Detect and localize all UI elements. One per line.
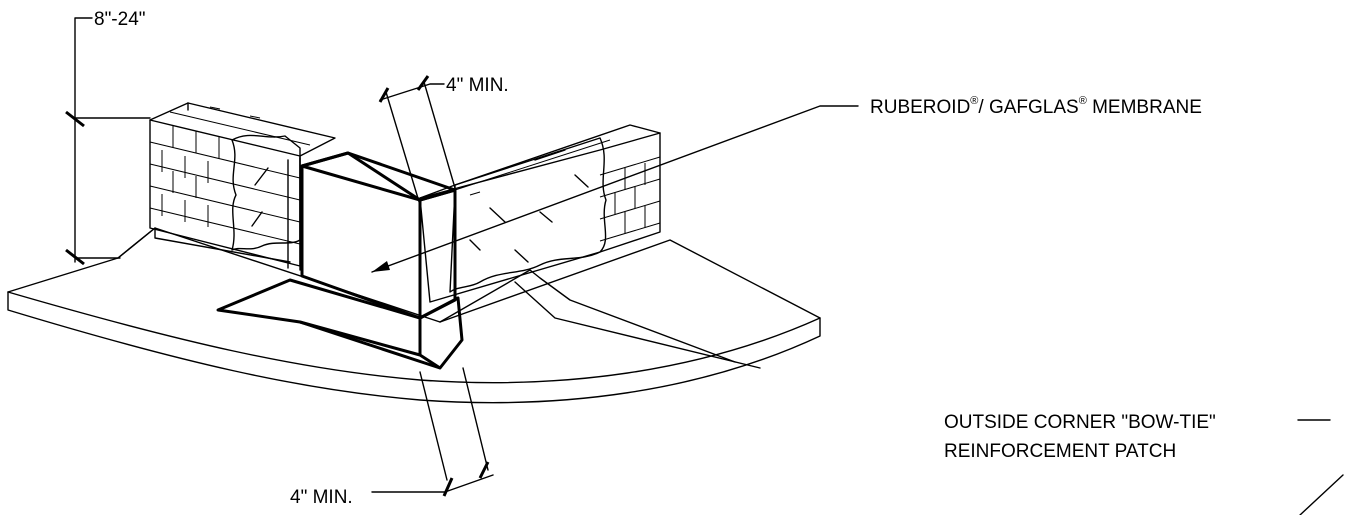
roof-deck-top: [7, 227, 821, 384]
cant-strip-right: [439, 269, 736, 363]
registered-mark-1: ®: [970, 95, 978, 107]
patch-label-line1: OUTSIDE CORNER "BOW-TIE": [944, 412, 1216, 433]
leaders: [371, 105, 1344, 515]
registered-mark-2: ®: [1079, 95, 1087, 107]
membrane-label-part3: MEMBRANE: [1087, 97, 1202, 118]
dimension-bottom-min-label: 4" MIN.: [290, 487, 353, 508]
dimension-parapet-height: [65, 17, 151, 266]
dimension-bottom-min: [371, 367, 494, 497]
left-membrane-patch: [231, 134, 301, 251]
patch-label-line2: REINFORCEMENT PATCH: [944, 441, 1176, 462]
left-brick-parapet: [149, 102, 336, 271]
roof-deck-edge: [7, 291, 821, 404]
dimension-parapet-height-label: 8"-24": [94, 9, 146, 30]
membrane-arrowhead: [372, 261, 390, 272]
patch-top-face: [300, 151, 457, 202]
dimension-top-min: [378, 75, 456, 206]
roof-deck: [7, 227, 821, 404]
cant-strip-right-line: [514, 281, 761, 369]
membrane-leader: [371, 105, 859, 273]
membrane-label: RUBEROID®/ GAFGLAS® MEMBRANE: [870, 95, 1202, 118]
dimension-top-min-label: 4" MIN.: [446, 75, 509, 96]
right-membrane-patch: [449, 137, 607, 293]
membrane-label-part2: / GAFGLAS: [978, 97, 1078, 118]
cant-strip-left-line: [117, 227, 291, 263]
bow-tie-reinforcement-patch: [216, 151, 464, 370]
membrane-label-part1: RUBEROID: [870, 97, 970, 118]
patch-leader: [1297, 419, 1344, 515]
patch-front-face: [300, 151, 422, 320]
right-brick-parapet: [419, 124, 661, 303]
